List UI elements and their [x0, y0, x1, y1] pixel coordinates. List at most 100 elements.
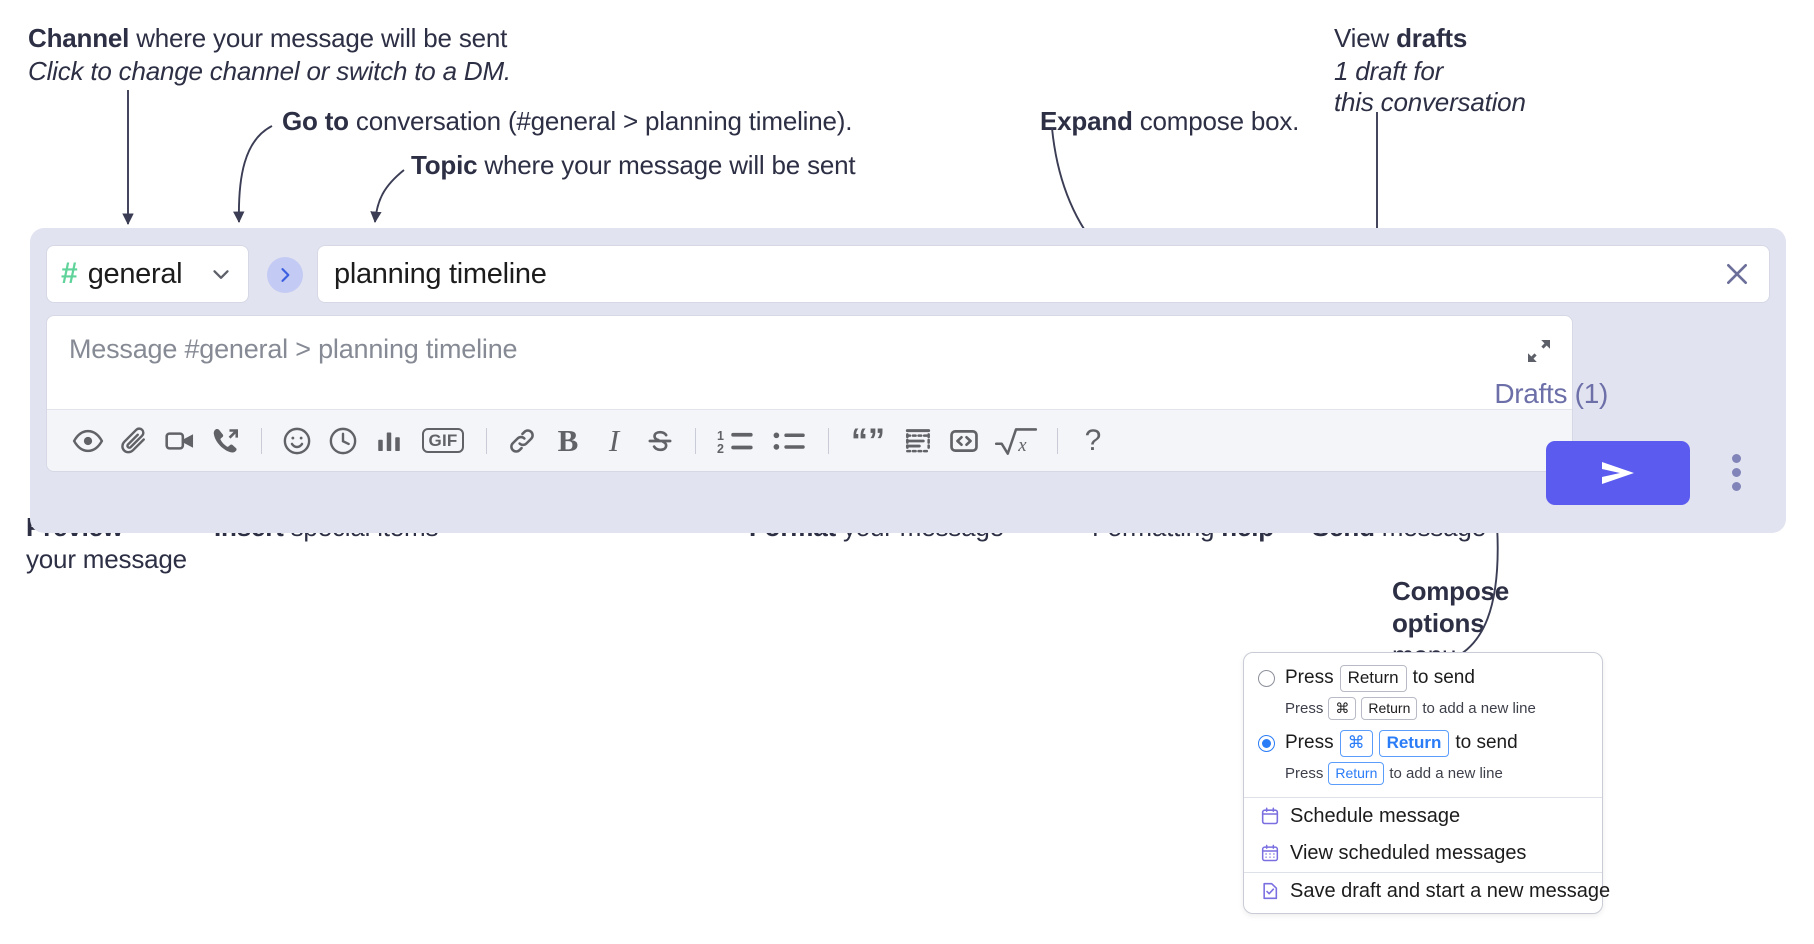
drafts-link[interactable]: Drafts (1)	[1494, 378, 1608, 409]
radio-post-text: to send	[1412, 667, 1475, 689]
toolbar-separator	[261, 427, 262, 454]
annotation-drafts-line1: View drafts	[1334, 23, 1468, 53]
annotation-channel-line1: Channel where your message will be sent	[28, 23, 508, 53]
radio-pre-text: Press	[1285, 732, 1334, 754]
send-shortcut-options: Press Return to send Press ⌘ Return to a…	[1244, 663, 1602, 797]
poll-icon[interactable]	[366, 418, 412, 464]
radio-label: Press Return to send	[1285, 665, 1475, 692]
save-draft-icon	[1260, 881, 1280, 901]
bold-icon[interactable]: B	[545, 418, 591, 464]
math-icon[interactable]: x	[987, 418, 1045, 464]
hash-icon: #	[61, 257, 78, 290]
attachment-icon[interactable]	[111, 418, 157, 464]
menu-divider	[1244, 796, 1602, 798]
compose-panel: # general planning timeline	[30, 228, 1786, 533]
topic-input[interactable]: planning timeline	[317, 245, 1770, 303]
svg-text:2: 2	[717, 441, 724, 455]
annotation-channel-line2: Click to change channel or switch to a D…	[28, 56, 511, 86]
quote-glyph: “”	[851, 421, 885, 460]
strikethrough-icon[interactable]	[637, 418, 683, 464]
video-icon[interactable]	[157, 418, 203, 464]
annotation-compose-options-line1: Compose	[1392, 576, 1510, 606]
bulleted-list-icon[interactable]	[764, 418, 816, 464]
key-return: Return	[1328, 761, 1385, 785]
toolbar-separator	[828, 427, 829, 454]
menu-item-label: Schedule message	[1290, 804, 1461, 827]
sub-pre-text: Press	[1285, 699, 1324, 717]
radio-post-text: to send	[1455, 732, 1518, 754]
emoji-icon[interactable]	[274, 418, 320, 464]
blockquote-icon[interactable]: “”	[841, 418, 895, 464]
calendar-grid-icon	[1260, 843, 1280, 863]
italic-icon[interactable]: I	[591, 418, 637, 464]
radio-sub-cmd-return: Press Return to add a new line	[1285, 761, 1588, 785]
menu-item-label: Save draft and start a new message	[1290, 879, 1611, 902]
sub-post-text: to add a new line	[1389, 764, 1503, 782]
key-return: Return	[1339, 665, 1407, 692]
menu-item-save-draft[interactable]: Save draft and start a new message	[1244, 873, 1610, 913]
expand-icon[interactable]	[1524, 336, 1554, 366]
kebab-dot	[1732, 482, 1741, 491]
message-placeholder: Message #general > planning timeline	[69, 334, 518, 364]
gif-icon[interactable]: GIF	[412, 418, 474, 464]
radio-sub-return: Press ⌘ Return to add a new line	[1285, 696, 1588, 720]
message-compose-box[interactable]: Message #general > planning timeline	[46, 315, 1573, 472]
formatting-toolbar: GIF B I	[47, 409, 1572, 471]
chevron-down-icon	[208, 261, 234, 287]
kebab-dot	[1732, 454, 1741, 463]
menu-item-view-scheduled-messages[interactable]: View scheduled messages	[1244, 835, 1602, 872]
kebab-dot	[1732, 468, 1741, 477]
channel-name: general	[87, 257, 183, 290]
radio-option-cmd-return[interactable]: Press ⌘ Return to send	[1258, 729, 1588, 757]
annotation-topic: Topic where your message will be sent	[411, 150, 856, 180]
link-icon[interactable]	[499, 418, 545, 464]
svg-text:x: x	[1017, 434, 1027, 455]
toolbar-separator	[1057, 427, 1058, 454]
topic-value: planning timeline	[334, 257, 547, 290]
sub-post-text: to add a new line	[1422, 699, 1536, 717]
menu-item-label: View scheduled messages	[1290, 841, 1527, 864]
annotation-preview-line2: your message	[26, 544, 187, 574]
clock-icon[interactable]	[320, 418, 366, 464]
annotation-drafts-line3: this conversation	[1334, 87, 1526, 117]
calendar-schedule-icon	[1260, 806, 1280, 826]
key-command: ⌘	[1339, 729, 1373, 757]
send-button[interactable]	[1546, 441, 1690, 505]
channel-topic-row: # general planning timeline	[46, 245, 1770, 303]
chevron-right-icon	[275, 265, 295, 285]
italic-glyph: I	[608, 423, 620, 458]
gif-label: GIF	[421, 428, 465, 453]
bold-glyph: B	[557, 423, 579, 458]
key-return: Return	[1361, 696, 1418, 720]
key-command: ⌘	[1328, 696, 1357, 720]
toolbar-separator	[486, 427, 487, 454]
compose-options-menu: Press Return to send Press ⌘ Return to a…	[1243, 652, 1610, 914]
menu-item-schedule-message[interactable]: Schedule message	[1244, 798, 1602, 835]
preview-icon[interactable]	[65, 418, 111, 464]
annotation-compose-options-line2: options	[1392, 608, 1485, 638]
radio-button-selected[interactable]	[1258, 734, 1275, 752]
radio-pre-text: Press	[1285, 667, 1334, 689]
annotation-drafts-line2: 1 draft for	[1334, 56, 1444, 86]
code-block-icon[interactable]	[895, 418, 941, 464]
call-icon[interactable]	[203, 418, 249, 464]
help-glyph: ?	[1084, 423, 1102, 457]
svg-text:1: 1	[717, 428, 724, 442]
compose-options-button[interactable]	[1732, 454, 1741, 491]
key-return: Return	[1378, 729, 1450, 757]
annotation-expand: Expand compose box.	[1040, 106, 1300, 136]
toolbar-separator	[695, 427, 696, 454]
help-icon[interactable]: ?	[1070, 418, 1116, 464]
annotation-goto: Go to conversation (#general > planning …	[282, 106, 853, 136]
radio-option-return[interactable]: Press Return to send	[1258, 665, 1588, 692]
go-to-conversation-button[interactable]	[267, 257, 303, 293]
ordered-list-icon[interactable]: 1 2	[708, 418, 764, 464]
radio-button[interactable]	[1258, 669, 1275, 687]
radio-label: Press ⌘ Return to send	[1285, 729, 1518, 757]
clear-topic-icon[interactable]	[1721, 258, 1753, 290]
sub-pre-text: Press	[1285, 764, 1324, 782]
code-icon[interactable]	[941, 418, 987, 464]
menu-divider	[1244, 871, 1602, 873]
channel-selector[interactable]: # general	[46, 245, 249, 303]
